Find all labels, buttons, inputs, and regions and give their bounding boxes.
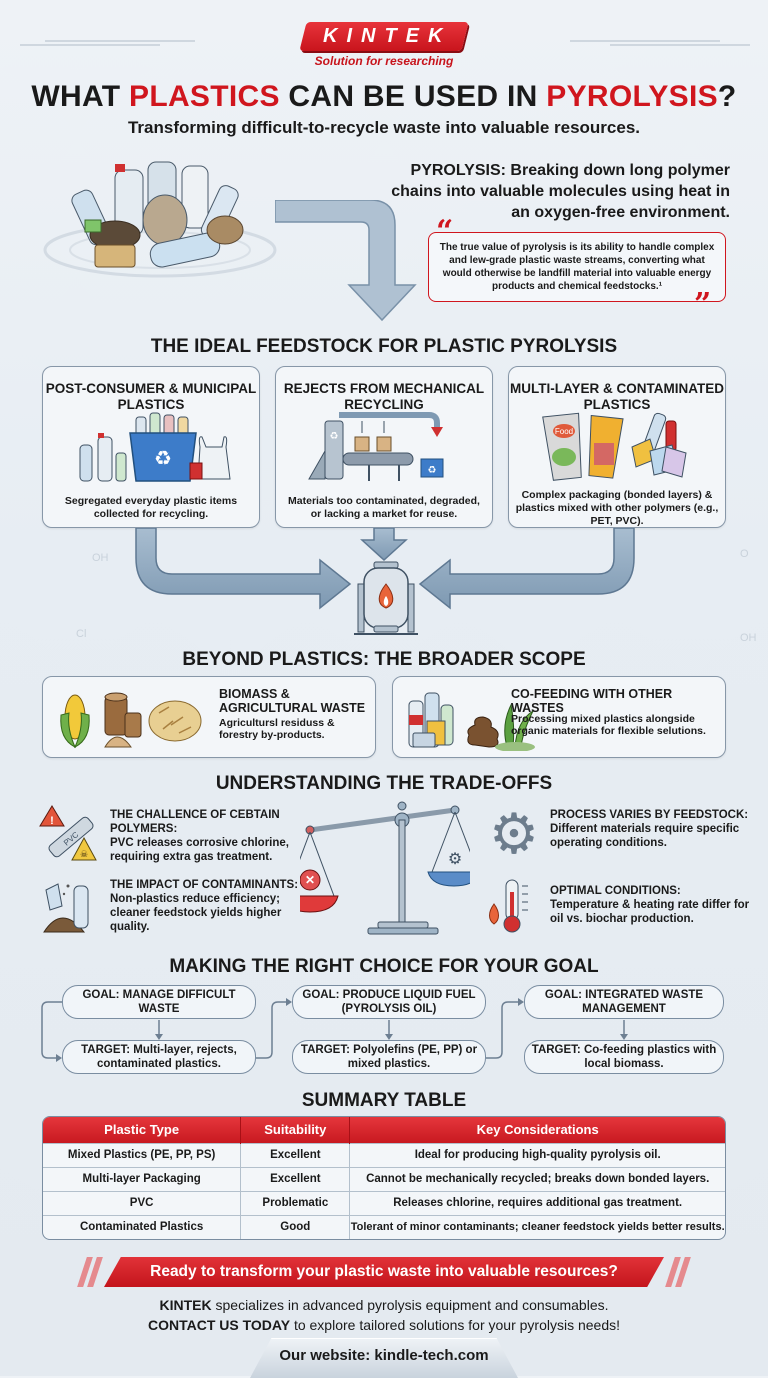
chem-structure-decoration: OH: [740, 632, 757, 644]
card-description: Segregated everyday plastic items collec…: [64, 495, 238, 520]
gear-icon: ⚙: [488, 802, 540, 865]
svg-text:!: !: [50, 815, 54, 827]
goal-pill-liquid-fuel: GOAL: PRODUCE LIQUID FUEL (PYROLYSIS OIL…: [292, 985, 486, 1019]
table-row: Multi-layer Packaging Excellent Cannot b…: [43, 1166, 725, 1191]
table-row: Contaminated Plastics Good Tolerant of m…: [43, 1214, 725, 1239]
feedstock-card-rejects: REJECTS FROM MECHANICAL RECYCLING ♻ ♻ Ma…: [275, 366, 493, 528]
cta-banner[interactable]: Ready to transform your plastic waste in…: [104, 1257, 664, 1287]
column-header-key-considerations: Key Considerations: [349, 1117, 725, 1143]
cta-line-1: KINTEK specializes in advanced pyrolysis…: [159, 1297, 609, 1313]
quote-text: The true value of pyrolysis is its abili…: [439, 242, 715, 292]
column-header-suitability: Suitability: [240, 1117, 351, 1143]
svg-text:♻: ♻: [154, 448, 172, 470]
recycling-bin-icon: ♻: [43, 407, 259, 487]
circuit-decoration-left: [45, 40, 195, 42]
trade-item-process: PROCESS VARIES BY FEEDSTOCK: Different m…: [550, 809, 749, 849]
goal-pill-manage-waste: GOAL: MANAGE DIFFICULT WASTE: [62, 985, 256, 1019]
curved-down-arrow: [274, 199, 425, 325]
brand-logo: KINTEK Solution for researching: [0, 22, 768, 68]
svg-text:✕: ✕: [305, 873, 315, 887]
brand-tagline: Solution for researching: [314, 54, 454, 68]
goal-pill-integrated: GOAL: INTEGRATED WASTE MANAGEMENT: [524, 985, 724, 1019]
pvc-warning-icon: ! PVC ☠: [38, 804, 102, 864]
plastic-waste-pile-illustration: [40, 150, 280, 280]
biomass-icon: [55, 685, 215, 756]
table-header-row: Plastic Type Suitability Key Considerati…: [43, 1117, 725, 1143]
pyrolysis-definition: PYROLYSIS: Breaking down long polymer ch…: [391, 162, 730, 221]
cofeeding-icon: [405, 685, 545, 756]
open-quote-icon: “: [436, 214, 454, 249]
chem-structure-decoration: O: [740, 548, 749, 560]
tradeoffs-section-title: UNDERSTANDING THE TRADE-OFFS: [215, 773, 553, 794]
cta-line-2: CONTACT US TODAY to explore tailored sol…: [147, 1317, 621, 1333]
circuit-decoration-left-2: [20, 44, 160, 46]
page-subtitle: Transforming difficult-to-recycle waste …: [127, 118, 641, 137]
target-pill-liquid-fuel: TARGET: Polyolefins (PE, PP) or mixed pl…: [292, 1040, 486, 1074]
target-pill-integrated: TARGET: Co-feeding plastics with local b…: [524, 1040, 724, 1074]
chem-structure-decoration: Cl: [76, 628, 87, 640]
beyond-card-title: BIOMASS & AGRICULTURAL WASTE: [219, 687, 366, 715]
circuit-decoration-right: [570, 40, 720, 42]
feedstock-section-title: THE IDEAL FEEDSTOCK FOR PLASTIC PYROLYSI…: [150, 336, 618, 357]
convergence-arrows: [130, 527, 640, 638]
thermometer-icon: [484, 876, 544, 936]
website-link[interactable]: Our website: kindle-tech.com: [250, 1338, 518, 1378]
beyond-card-cofeeding: CO-FEEDING WITH OTHER WASTES Processing …: [392, 676, 726, 758]
packaging-icon: Food: [509, 407, 725, 487]
circuit-decoration-right-2: [610, 44, 750, 46]
card-title: MULTI-LAYER & CONTAMINATED PLASTICS: [510, 381, 724, 412]
summary-table: Plastic Type Suitability Key Considerati…: [42, 1116, 726, 1240]
svg-text:Food: Food: [555, 427, 573, 436]
trade-item-polymers: THE CHALLENCE OF CEBTAIN POLYMERS: PVC r…: [110, 809, 289, 863]
beyond-card-description: Processing mixed plastics alongside orga…: [511, 713, 706, 737]
svg-text:☠: ☠: [80, 849, 88, 859]
trade-item-contaminants: THE IMPACT OF CONTAMINANTS: Non-plastics…: [110, 879, 299, 933]
card-description: Complex packaging (bonded layers) & plas…: [515, 489, 719, 527]
svg-text:♻: ♻: [428, 465, 437, 476]
beyond-card-description: Agricultursl residuss & forestry by-prod…: [219, 717, 335, 741]
balance-scale-icon: ✕ ⚙: [281, 800, 481, 940]
contaminants-icon: [40, 876, 102, 936]
feedstock-card-multilayer: MULTI-LAYER & CONTAMINATED PLASTICS Food…: [508, 366, 726, 528]
feedstock-card-post-consumer: POST-CONSUMER & MUNICIPAL PLASTICS ♻ Seg…: [42, 366, 260, 528]
card-title: POST-CONSUMER & MUNICIPAL PLASTICS: [45, 381, 257, 412]
target-pill-manage-waste: TARGET: Multi-layer, rejects, contaminat…: [62, 1040, 256, 1074]
svg-text:♻: ♻: [330, 431, 339, 442]
column-header-plastic-type: Plastic Type: [43, 1117, 242, 1143]
chem-structure-decoration: OH: [92, 552, 109, 564]
trade-item-conditions: OPTIMAL CONDITIONS: Temperature & heatin…: [550, 885, 750, 925]
beyond-card-biomass: BIOMASS & AGRICULTURAL WASTE Agriculturs…: [42, 676, 376, 758]
goals-section-title: MAKING THE RIGHT CHOICE FOR YOUR GOAL: [169, 956, 599, 977]
beyond-card-title: CO-FEEDING WITH OTHER WASTES: [511, 687, 673, 715]
reactor-flame-icon: [354, 560, 418, 638]
card-title: REJECTS FROM MECHANICAL RECYCLING: [283, 381, 485, 412]
close-quote-icon: ”: [694, 287, 712, 322]
card-description: Materials too contaminated, degraded, or…: [288, 495, 480, 520]
conveyor-icon: ♻ ♻: [276, 407, 492, 487]
table-row: PVC Problematic Releases chlorine, requi…: [43, 1190, 725, 1215]
table-row: Mixed Plastics (PE, PP, PS) Excellent Id…: [43, 1142, 725, 1167]
cta-text: KINTEK specializes in advanced pyrolysis…: [0, 1295, 768, 1335]
page-title: WHAT PLASTICS CAN BE USED IN PYROLYSIS?: [31, 80, 737, 113]
kintek-logo: KINTEK: [299, 22, 469, 51]
quote-box: The true value of pyrolysis is its abili…: [428, 232, 726, 302]
beyond-section-title: BEYOND PLASTICS: THE BROADER SCOPE: [182, 649, 586, 670]
summary-table-title: SUMMARY TABLE: [301, 1090, 467, 1111]
svg-text:⚙: ⚙: [448, 851, 462, 868]
